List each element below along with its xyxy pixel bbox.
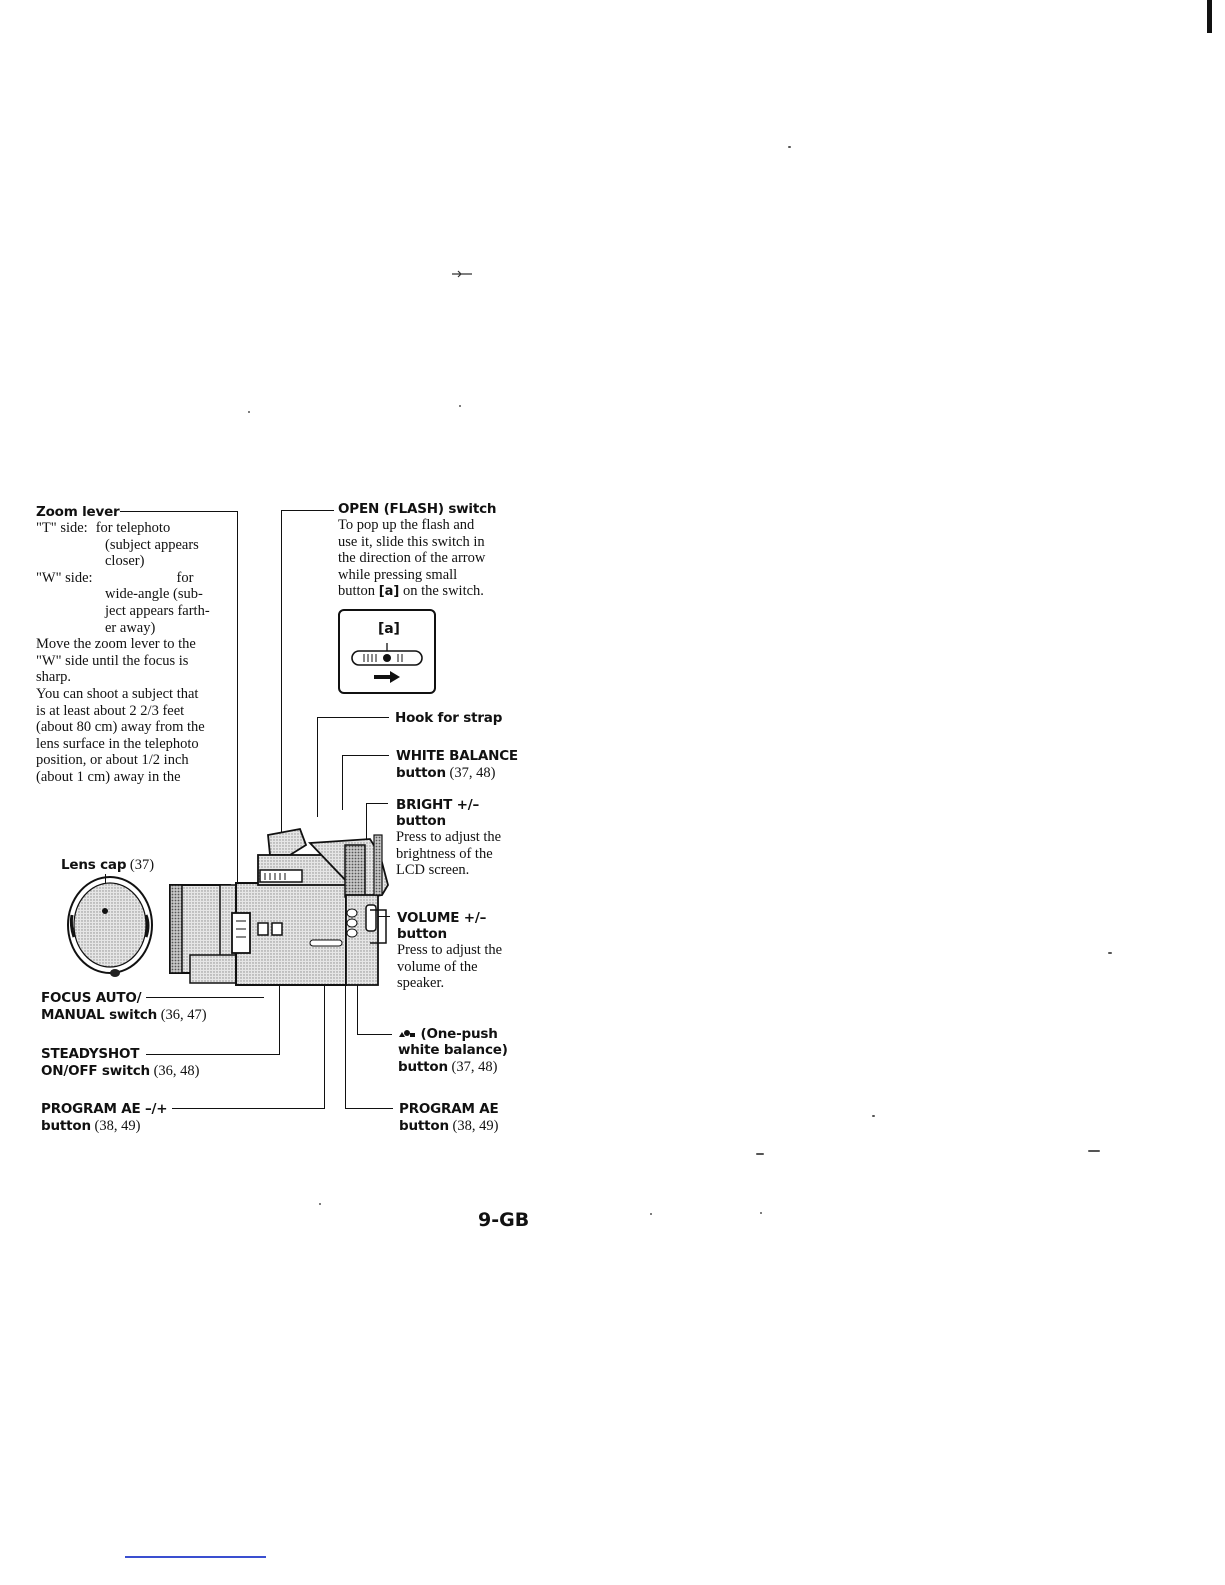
leader-line (324, 980, 326, 1109)
program-ae-left-callout: PROGRAM AE –/+ button (38, 49) (41, 1101, 168, 1134)
bright-title: BRIGHT +/– (396, 797, 479, 813)
leader-line (366, 803, 368, 865)
steadyshot-callout: STEADYSHOT ON/OFF switch (36, 48) (41, 1046, 200, 1079)
volume-callout: VOLUME +/– button Press to adjust the vo… (397, 910, 503, 992)
zoom-lever-description: "T" side:for telephoto (subject appears … (36, 520, 210, 785)
leader-line (317, 717, 319, 817)
leader-line (342, 755, 344, 810)
leader-line (357, 980, 359, 1035)
leader-line (237, 511, 239, 883)
flash-slider-icon (351, 643, 423, 683)
program-ae-left-title: PROGRAM AE –/+ (41, 1101, 168, 1117)
leader-line (279, 975, 281, 1055)
lens-cap-callout: Lens cap (37) (61, 857, 155, 873)
stray-mark-icon (452, 270, 472, 278)
leader-line (345, 980, 347, 1109)
white-balance-title: WHITE BALANCE (396, 748, 518, 764)
lens-cap-drawing (67, 876, 153, 977)
leader-line (317, 717, 389, 719)
steadyshot-title: STEADYSHOT (41, 1046, 140, 1062)
one-push-title: (One-push (416, 1026, 498, 1042)
focus-title: FOCUS AUTO/ (41, 990, 142, 1006)
hook-for-strap-title: Hook for strap (395, 710, 503, 726)
leader-line (357, 1034, 392, 1036)
flash-switch-inset: [a] (338, 609, 436, 694)
leader-line (172, 1108, 324, 1110)
lens-cap-title: Lens cap (61, 857, 127, 873)
leader-line (120, 511, 238, 513)
white-balance-callout: WHITE BALANCE button (37, 48) (396, 748, 518, 781)
inset-a-label: [a] (378, 621, 400, 637)
focus-switch-callout: FOCUS AUTO/ MANUAL switch (36, 47) (41, 990, 207, 1023)
leader-line (146, 1054, 280, 1056)
leader-line (345, 1108, 393, 1110)
hook-for-strap-callout: Hook for strap (395, 710, 502, 726)
leader-line (366, 803, 388, 805)
leader-line (342, 755, 389, 757)
volume-title: VOLUME +/– (397, 910, 487, 926)
leader-line (281, 510, 283, 868)
open-flash-callout: OPEN (FLASH) switch To pop up the flash … (338, 501, 538, 601)
open-flash-title: OPEN (FLASH) switch (338, 501, 497, 517)
zoom-lever-title: Zoom lever (36, 504, 120, 520)
page-number: 9-GB (478, 1209, 530, 1231)
footer-link-underline (125, 1556, 266, 1558)
one-push-white-balance-icon (399, 1030, 415, 1037)
leader-line (146, 997, 264, 999)
edge-mark (1207, 0, 1212, 33)
zoom-lever-callout: Zoom lever "T" side:for telephoto (subje… (36, 504, 236, 786)
one-push-wb-callout: (One-push white balance) button (37, 48) (398, 1026, 508, 1075)
program-ae-right-title: PROGRAM AE (399, 1101, 499, 1117)
bright-callout: BRIGHT +/– button Press to adjust the br… (396, 797, 502, 879)
camcorder-illustration (67, 827, 389, 986)
leader-line (281, 510, 334, 512)
program-ae-right-callout: PROGRAM AE button (38, 49) (399, 1101, 499, 1134)
